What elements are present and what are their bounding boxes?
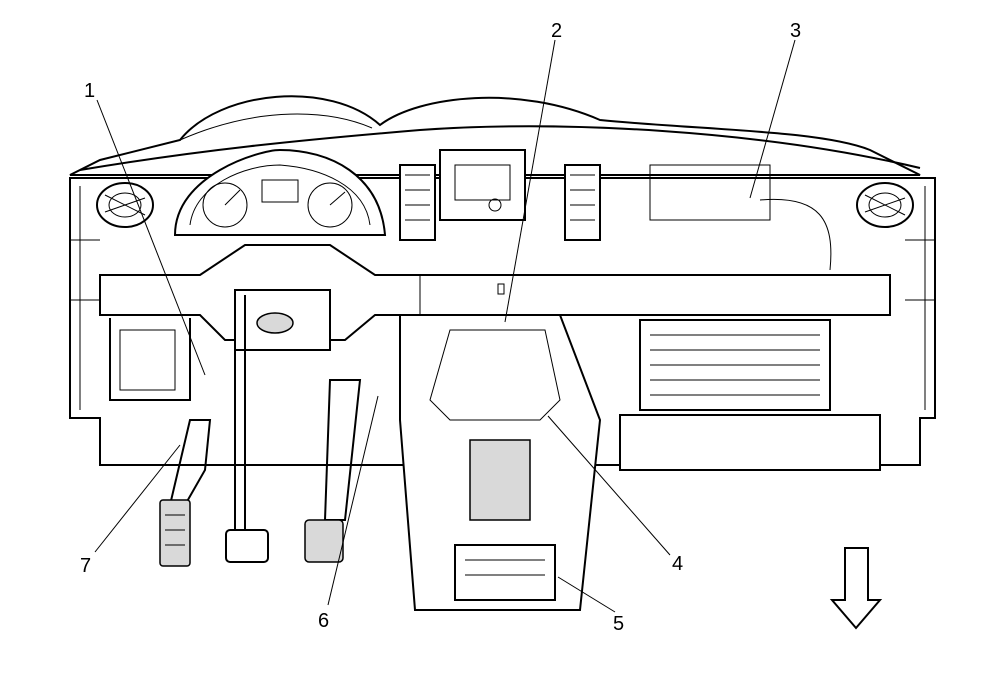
- instrument-panel-frame: [69, 177, 936, 466]
- accelerator-pedal: [304, 379, 362, 563]
- callouts: 1 2 3 4 5 6 7: [80, 20, 801, 635]
- down-arrow-icon: [829, 547, 883, 630]
- callout-7: 7: [80, 555, 91, 577]
- instrument-cluster: [173, 148, 387, 236]
- clutch-pedal: [159, 419, 212, 567]
- center-stack: [399, 149, 601, 241]
- leader-line-2: [504, 39, 556, 323]
- callout-4: 4: [672, 553, 683, 575]
- leader-line-5: [557, 576, 616, 613]
- leader-line-6: [327, 395, 379, 606]
- callout-3: 3: [790, 20, 801, 42]
- leader-line-1: [96, 99, 206, 376]
- brake-pedal: [225, 295, 269, 563]
- leader-lines: [94, 39, 796, 613]
- leader-line-4: [547, 415, 671, 556]
- left-air-vent: [96, 182, 154, 228]
- leader-line-3: [749, 39, 796, 199]
- callout-2: 2: [551, 20, 562, 42]
- passenger-module: [619, 164, 881, 471]
- leader-line-7: [94, 444, 181, 553]
- right-air-vent: [856, 182, 914, 228]
- callout-5: 5: [613, 613, 624, 635]
- callout-6: 6: [318, 610, 329, 632]
- center-console: [399, 314, 602, 611]
- callout-1: 1: [84, 80, 95, 102]
- steering-column-area: [109, 289, 331, 401]
